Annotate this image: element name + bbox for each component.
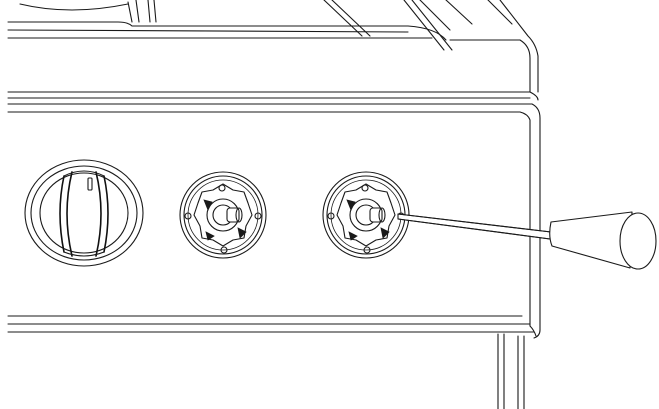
- control-panel: [7, 103, 541, 339]
- cooktop: [7, 0, 539, 101]
- screwdriver-icon: [397, 211, 657, 270]
- cabinet-lower: [497, 333, 525, 409]
- valve-right-icon: [322, 171, 410, 259]
- control-knob-icon: [24, 159, 144, 267]
- valve-left-icon: [179, 171, 267, 259]
